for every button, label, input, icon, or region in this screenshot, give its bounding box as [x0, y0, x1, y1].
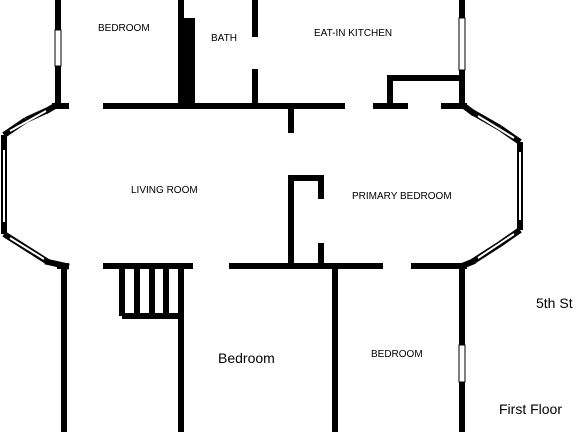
- closet-wall: [288, 175, 324, 265]
- bay-left-top: [43, 101, 60, 115]
- room-label-living: LIVING ROOM: [131, 185, 198, 196]
- windows: [54, 17, 466, 383]
- walls: [43, 0, 477, 432]
- floor-label: First Floor: [499, 401, 562, 417]
- bath-partition: [178, 18, 195, 106]
- staircase: [110, 263, 186, 319]
- room-label-bath: BATH: [211, 33, 237, 44]
- room-label-kitchen: EAT-IN KITCHEN: [314, 28, 393, 39]
- room-label-primary: PRIMARY BEDROOM: [352, 191, 452, 202]
- room-label-bedroom-right: BEDROOM: [371, 349, 423, 360]
- street-label: 5th St: [536, 295, 573, 311]
- room-label-bedroom-top: BEDROOM: [98, 23, 150, 34]
- window-bedroom-top: [54, 29, 62, 67]
- room-label-bedroom-mid: Bedroom: [218, 350, 275, 366]
- window-bedroom-right: [458, 344, 466, 383]
- bay-window-left-glass: [3, 110, 47, 260]
- bay-right-top: [459, 101, 477, 117]
- bay-window-right-glass: [477, 115, 521, 259]
- bay-window-right: [470, 109, 523, 265]
- kitchen-counter: [387, 75, 463, 107]
- window-kitchen: [458, 17, 466, 71]
